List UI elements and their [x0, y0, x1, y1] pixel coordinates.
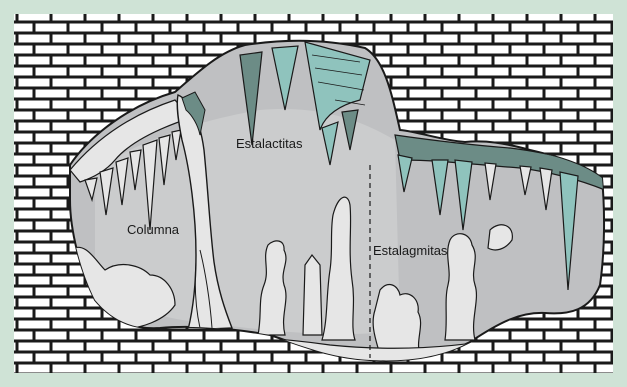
label-estalagmitas: Estalagmitas: [373, 243, 448, 258]
label-columna: Columna: [127, 222, 180, 237]
label-estalactitas: Estalactitas: [236, 136, 303, 151]
